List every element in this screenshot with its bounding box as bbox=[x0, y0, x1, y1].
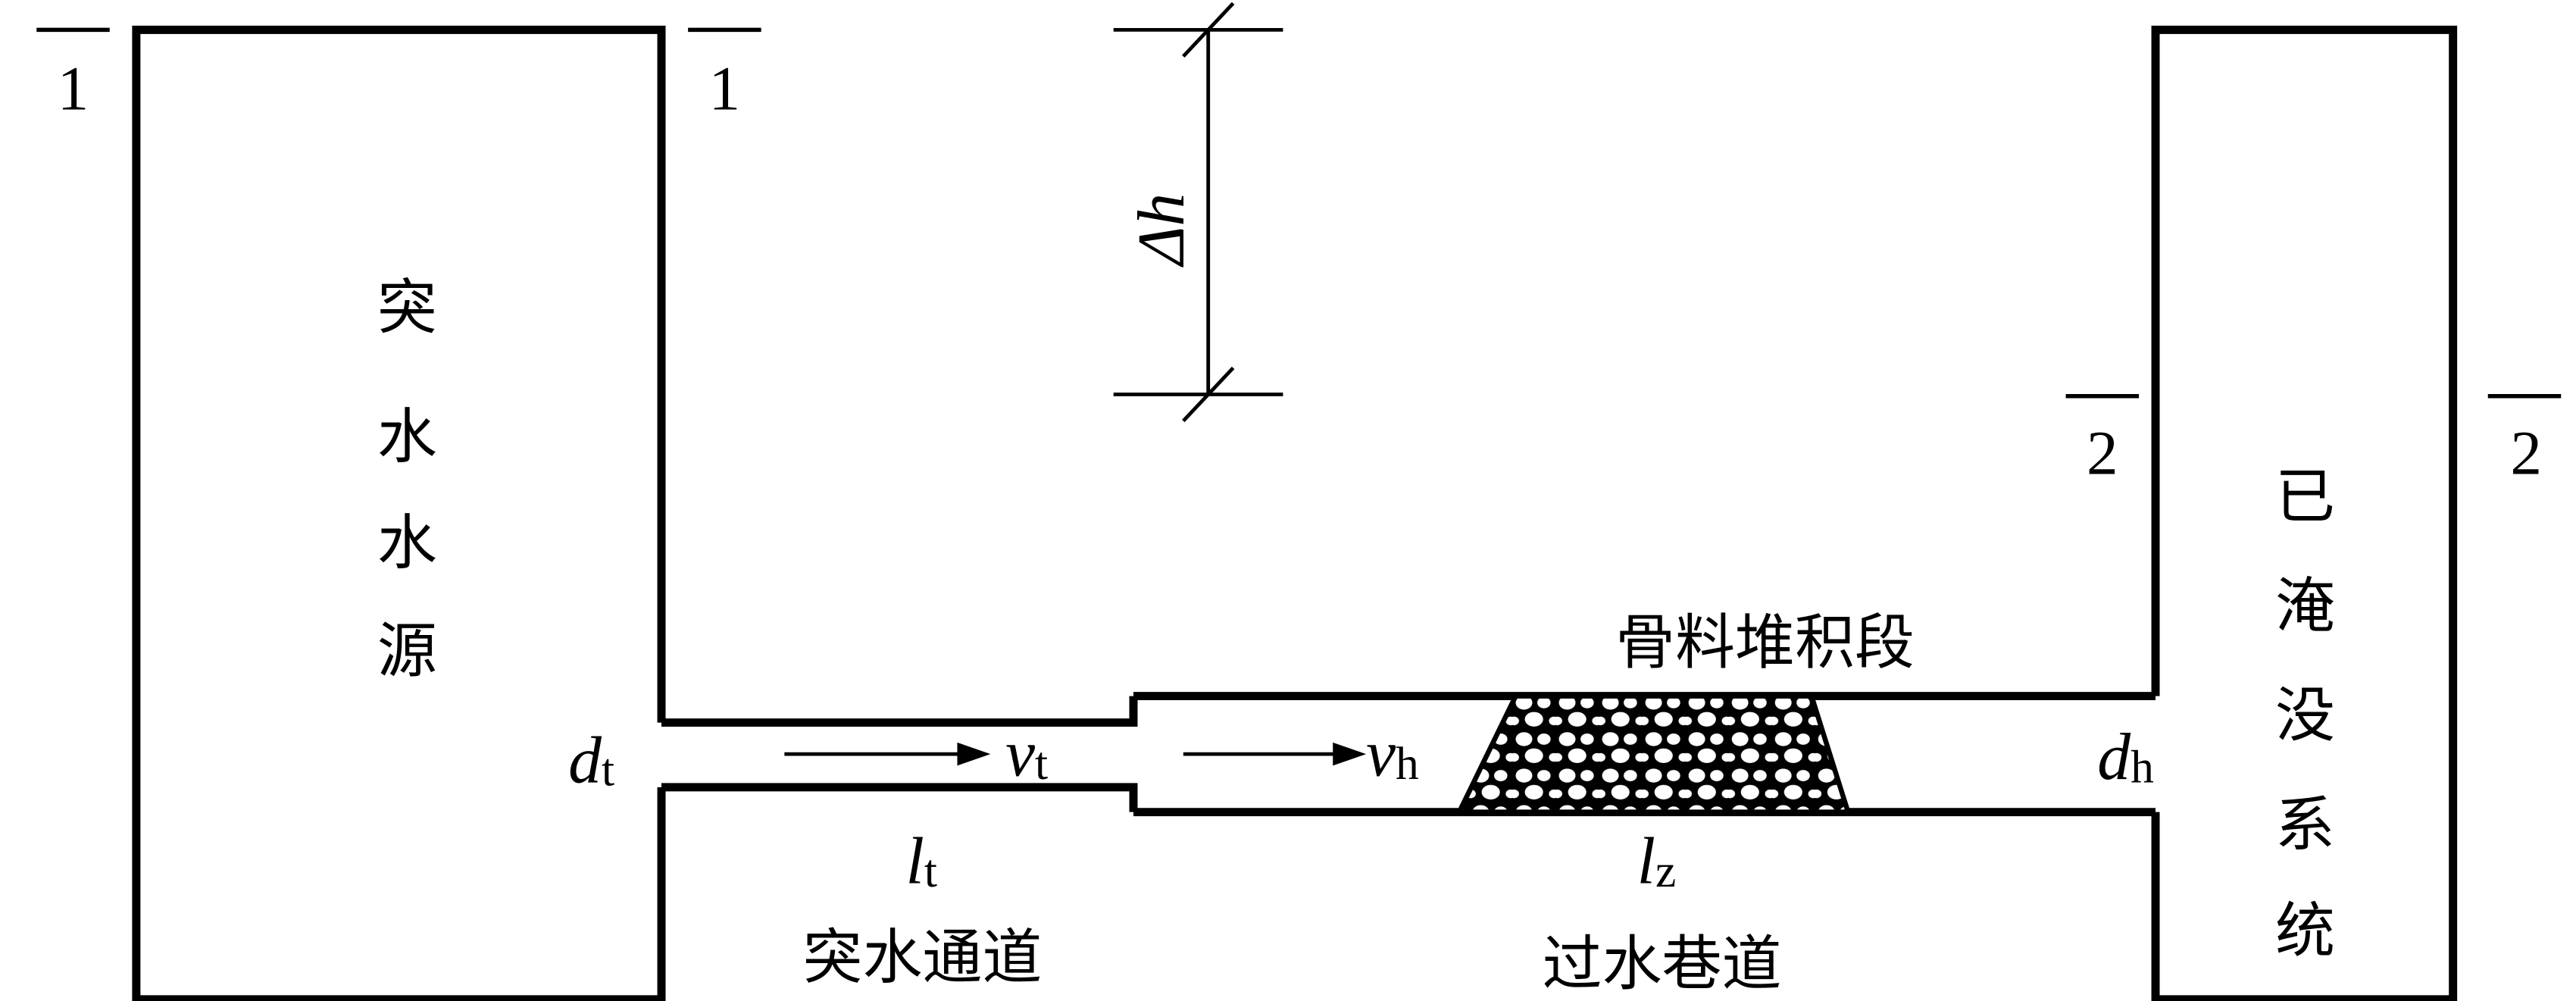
section-2-left-mark: 2 bbox=[2065, 393, 2140, 489]
flooded-system-label: 已 淹 没 系 统 bbox=[2275, 465, 2335, 965]
dimension-bottom-tick bbox=[1182, 366, 1235, 423]
inrush-channel-top-wall bbox=[661, 696, 1138, 727]
roadway-label: 过水巷道 bbox=[1543, 932, 1782, 998]
water-source-char-1: 突 bbox=[377, 276, 437, 342]
inrush-diameter-label: dt bbox=[568, 723, 614, 796]
dimension-top-tick bbox=[1182, 2, 1235, 58]
roadway-diameter-label: dh bbox=[2097, 720, 2154, 793]
flooded-system-char-3: 没 bbox=[2275, 683, 2335, 749]
water-source-char-3: 水 bbox=[377, 511, 437, 577]
section-1-left-label: 1 bbox=[58, 54, 89, 124]
section-1-left-mark: 1 bbox=[36, 27, 110, 124]
inrush-flow-arrow bbox=[784, 742, 991, 766]
inrush-channel-bottom-wall bbox=[661, 783, 1138, 812]
arrowhead-icon bbox=[957, 742, 991, 766]
flooded-system-box bbox=[2151, 25, 2458, 1001]
inrush-length-label: lt bbox=[905, 824, 936, 898]
flooded-system-char-4: 系 bbox=[2275, 793, 2335, 859]
section-2-left-label: 2 bbox=[2087, 419, 2118, 489]
inrush-channel bbox=[661, 696, 1138, 812]
section-2-right-mark: 2 bbox=[2487, 393, 2562, 489]
aggregate-accumulation-zone bbox=[1455, 693, 1852, 815]
water-source-box bbox=[132, 25, 666, 1001]
roadway-length-label: lz bbox=[1637, 824, 1677, 898]
flooded-system-char-5: 统 bbox=[2275, 899, 2335, 965]
flooded-system-char-1: 已 bbox=[2275, 465, 2335, 530]
water-source-label: 突 水 水 源 bbox=[377, 276, 437, 685]
section-2-right-label: 2 bbox=[2510, 419, 2542, 489]
arrowhead-icon bbox=[1333, 742, 1367, 766]
roadway-flow-arrow bbox=[1183, 742, 1367, 766]
section-1-right-label: 1 bbox=[709, 54, 741, 124]
inrush-channel-label: 突水通道 bbox=[802, 925, 1042, 991]
head-difference-dimension: Δh bbox=[1113, 2, 1283, 423]
inrush-velocity-label: vt bbox=[1005, 717, 1048, 790]
roadway-velocity-label: vh bbox=[1366, 717, 1419, 790]
water-source-char-2: 水 bbox=[377, 405, 437, 471]
section-1-right-mark: 1 bbox=[688, 27, 761, 124]
aggregate-label: 骨料堆积段 bbox=[1615, 611, 1915, 677]
head-difference-label: Δh bbox=[1124, 193, 1198, 267]
flooded-system-char-2: 淹 bbox=[2275, 574, 2335, 640]
water-source-char-4: 源 bbox=[377, 619, 437, 685]
